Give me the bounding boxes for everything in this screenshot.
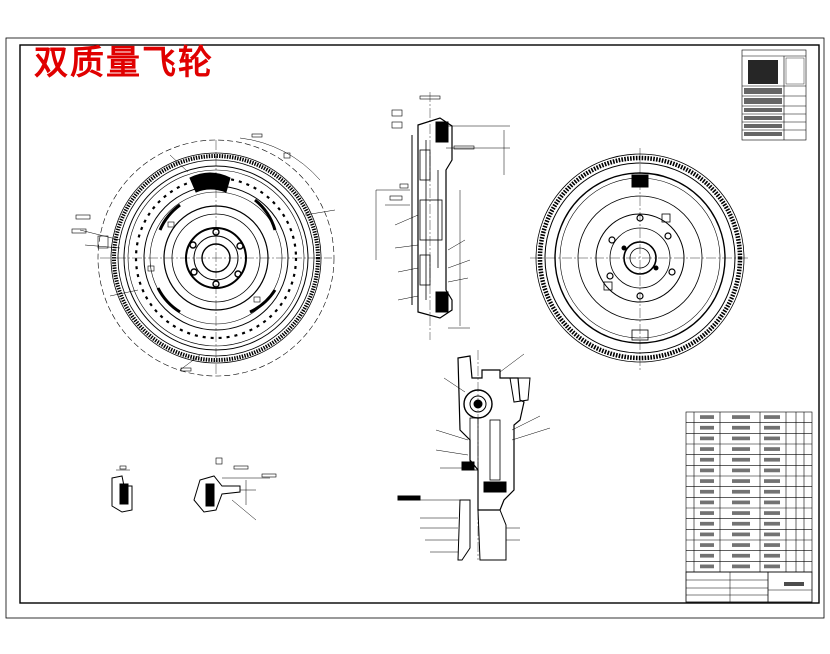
parts-cell-text <box>764 511 780 515</box>
parts-list-table <box>685 411 813 573</box>
parts-cell-text <box>732 489 750 494</box>
parts-cell-text <box>764 532 780 537</box>
parts-cell-text <box>732 468 750 473</box>
title-block <box>685 571 813 603</box>
parts-cell-text <box>732 511 750 515</box>
sheet-inner-frame <box>19 44 820 604</box>
parts-cell-text <box>700 425 714 430</box>
parts-cell-text <box>764 553 780 558</box>
technical-spec-table <box>741 49 807 141</box>
parts-cell-text <box>700 532 714 537</box>
parts-cell-text <box>732 500 750 505</box>
sheet-outer-border <box>5 37 825 619</box>
parts-cell-text <box>700 415 714 419</box>
parts-cell-text <box>732 564 750 569</box>
parts-cell-text <box>732 553 750 558</box>
parts-cell-text <box>764 468 780 473</box>
detail-a-icon <box>111 465 133 513</box>
parts-cell-text <box>764 521 780 526</box>
parts-cell-text <box>764 543 780 547</box>
parts-cell-text <box>732 457 750 462</box>
detail-b-icon <box>193 457 277 521</box>
flywheel-front-icon <box>71 133 336 377</box>
parts-cell-text <box>700 521 714 526</box>
parts-cell-text <box>700 457 714 462</box>
parts-cell-text <box>700 543 714 547</box>
parts-cell-text <box>732 479 750 483</box>
parts-cell-text <box>764 457 780 462</box>
parts-cell-text <box>700 447 714 451</box>
parts-cell-text <box>764 436 780 441</box>
parts-cell-text <box>700 468 714 473</box>
parts-cell-text <box>732 447 750 451</box>
parts-cell-text <box>764 489 780 494</box>
parts-cell-text <box>700 511 714 515</box>
flywheel-section-icon <box>375 92 510 340</box>
parts-cell-text <box>732 415 750 419</box>
parts-cell-text <box>732 436 750 441</box>
parts-cell-text <box>700 436 714 441</box>
parts-cell-text <box>732 425 750 430</box>
parts-cell-text <box>700 564 714 569</box>
parts-cell-text <box>700 553 714 558</box>
flywheel-rear-icon <box>530 148 750 370</box>
parts-cell-text <box>764 500 780 505</box>
parts-cell-text <box>700 489 714 494</box>
parts-cell-text <box>764 564 780 569</box>
parts-cell-text <box>700 479 714 483</box>
parts-cell-text <box>764 425 780 430</box>
parts-cell-text <box>764 447 780 451</box>
spring-detail-icon <box>397 350 551 561</box>
parts-cell-text <box>732 532 750 537</box>
parts-cell-text <box>764 415 780 419</box>
parts-cell-text <box>764 479 780 483</box>
parts-cell-text <box>700 500 714 505</box>
parts-cell-text <box>732 521 750 526</box>
parts-cell-text <box>732 543 750 547</box>
drawing-title: 双质量飞轮 <box>34 43 214 83</box>
